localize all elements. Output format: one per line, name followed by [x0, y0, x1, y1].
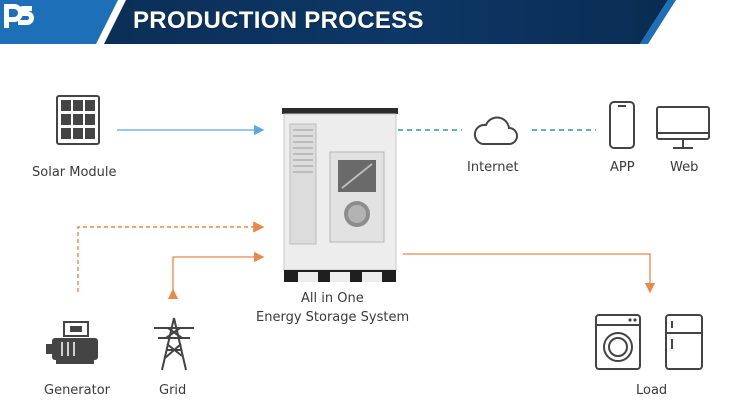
cloud-icon: [473, 116, 518, 145]
solar-module-label: Solar Module: [32, 165, 117, 180]
page-title: PRODUCTION PROCESS: [133, 7, 424, 34]
smartphone-icon: [609, 101, 635, 149]
grid-ess-bidirectional-arrow: [167, 251, 265, 300]
app-label: APP: [610, 160, 635, 175]
ess-label-line1: All in One: [301, 291, 364, 306]
monitor-icon: [656, 106, 710, 149]
load-label: Load: [636, 383, 668, 398]
ess-to-load-arrow: [403, 253, 656, 294]
appliances-icon: [595, 314, 703, 370]
ess-label-line2: Energy Storage System: [256, 310, 410, 325]
generator-to-ess-arrow: [77, 221, 265, 292]
grid-label: Grid: [159, 383, 187, 398]
generator-label: Generator: [44, 383, 111, 398]
solar-panel-icon: [56, 95, 100, 145]
power-tower-icon: [154, 317, 194, 371]
generator-icon: [46, 321, 98, 364]
energy-storage-cabinet-icon: [282, 108, 398, 282]
web-label: Web: [670, 160, 699, 175]
internet-label: Internet: [467, 160, 519, 175]
ds-logo-icon: [4, 4, 34, 28]
header-banner: PRODUCTION PROCESS: [0, 0, 750, 44]
